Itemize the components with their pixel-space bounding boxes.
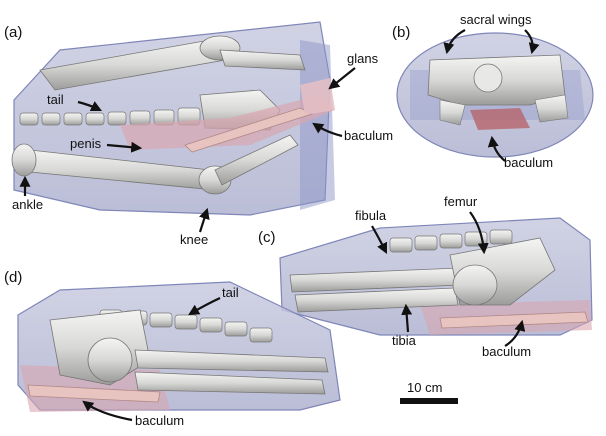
label-baculum-c: baculum — [482, 344, 531, 359]
label-baculum-d: baculum — [135, 413, 184, 428]
label-fibula: fibula — [355, 208, 387, 223]
panel-c-image — [279, 217, 593, 336]
label-sacral-wings: sacral wings — [460, 12, 532, 27]
label-tail-d: tail — [222, 285, 239, 300]
panel-b-image — [396, 32, 594, 158]
panel-b-label: (b) — [392, 24, 410, 41]
panel-d-label: (d) — [4, 269, 22, 286]
arrow-tibia — [401, 303, 413, 333]
label-ankle: ankle — [12, 197, 43, 212]
label-tibia: tibia — [392, 333, 417, 348]
arrow-tail-a — [77, 100, 102, 111]
arrow-tail-d — [188, 297, 221, 316]
scale-bar — [400, 398, 458, 404]
arrow-baculum-a — [312, 122, 343, 138]
label-penis: penis — [70, 136, 102, 151]
panel-c-label: (c) — [258, 229, 276, 246]
scale-bar-label: 10 cm — [407, 380, 442, 395]
arrow-femur — [469, 211, 489, 255]
arrow-sacral-left — [443, 29, 466, 55]
arrow-baculum-d — [82, 400, 133, 422]
arrow-baculum-c — [504, 319, 526, 347]
arrow-baculum-b — [487, 135, 506, 162]
panel-d-image — [17, 281, 341, 412]
arrow-knee — [198, 207, 210, 233]
arrow-penis — [106, 141, 143, 153]
label-baculum-b: baculum — [504, 155, 553, 170]
arrow-glans — [328, 67, 356, 90]
label-femur: femur — [444, 194, 478, 209]
arrow-fibula — [371, 225, 387, 254]
label-knee: knee — [180, 232, 208, 247]
label-baculum-a: baculum — [344, 128, 393, 143]
panel-a-label: (a) — [4, 24, 22, 41]
panel-a-image — [11, 21, 335, 216]
label-glans: glans — [347, 51, 379, 66]
label-tail-a: tail — [47, 92, 64, 107]
arrow-sacral-right — [524, 29, 540, 55]
